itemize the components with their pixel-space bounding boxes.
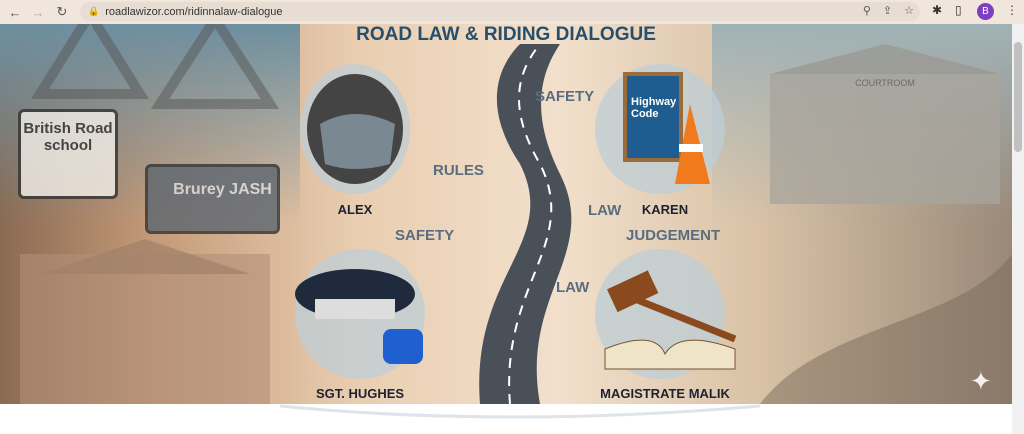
courthouse-sign: COURTROOM xyxy=(770,74,1000,204)
forward-icon[interactable]: → xyxy=(31,4,45,20)
police-cap-circle xyxy=(295,249,425,379)
avatar[interactable]: B xyxy=(977,3,994,20)
gavel-book-circle xyxy=(595,249,737,379)
character-karen: KAREN xyxy=(641,202,689,217)
browser-toolbar: ← → ↻ 🔒 roadlawizor.com/ridinnalaw-dialo… xyxy=(0,0,1024,24)
side-panel-icon[interactable]: ▯ xyxy=(955,3,962,17)
lock-icon: 🔒 xyxy=(88,6,100,16)
sparkle-icon: ✦ xyxy=(970,366,992,396)
word-safety-mid: SAFETY xyxy=(395,227,455,244)
extensions-icon[interactable]: ✱ xyxy=(932,3,943,17)
hero-illustration: COURTROOM British Road school Brurey JAS… xyxy=(0,24,1012,404)
zoom-icon[interactable]: ⚲ xyxy=(862,5,871,17)
highway-code-book: Highway Code xyxy=(623,72,683,162)
alex-helmet-circle xyxy=(300,64,410,194)
scrollbar-thumb[interactable] xyxy=(1014,42,1022,152)
karen-highway-code-circle: Highway Code xyxy=(595,64,725,194)
direction-sign: Brurey JASH xyxy=(145,164,280,234)
address-bar[interactable]: 🔒 roadlawizor.com/ridinnalaw-dialogue ⚲ … xyxy=(80,2,920,21)
character-sgt-hughes: SGT. HUGHES xyxy=(315,386,405,401)
word-law-bottom: LAW xyxy=(556,279,590,296)
bookmark-star-icon[interactable]: ☆ xyxy=(904,5,914,17)
hero-bottom-curve xyxy=(0,396,1012,434)
word-judgement: JUDGEMENT xyxy=(626,227,721,244)
menu-icon[interactable]: ⋮ xyxy=(1006,3,1018,17)
page-title: ROAD LAW & RIDING DIALOGUE xyxy=(356,24,656,45)
word-rules: RULES xyxy=(433,162,484,179)
character-magistrate-malik: MAGISTRATE MALIK xyxy=(600,386,730,401)
word-law-top: LAW xyxy=(588,202,622,219)
road-illustration xyxy=(20,24,1012,404)
share-icon[interactable]: ⇪ xyxy=(882,5,893,17)
courthouse: COURTROOM xyxy=(770,44,1000,214)
word-safety-top: SAFETY xyxy=(535,88,595,105)
url-text: roadlawizor.com/ridinnalaw-dialogue xyxy=(105,5,283,18)
school-sign: British Road school xyxy=(18,109,118,199)
character-alex: ALEX xyxy=(337,202,373,217)
reload-icon[interactable]: ↻ xyxy=(56,4,68,19)
back-icon[interactable]: ← xyxy=(8,4,22,20)
